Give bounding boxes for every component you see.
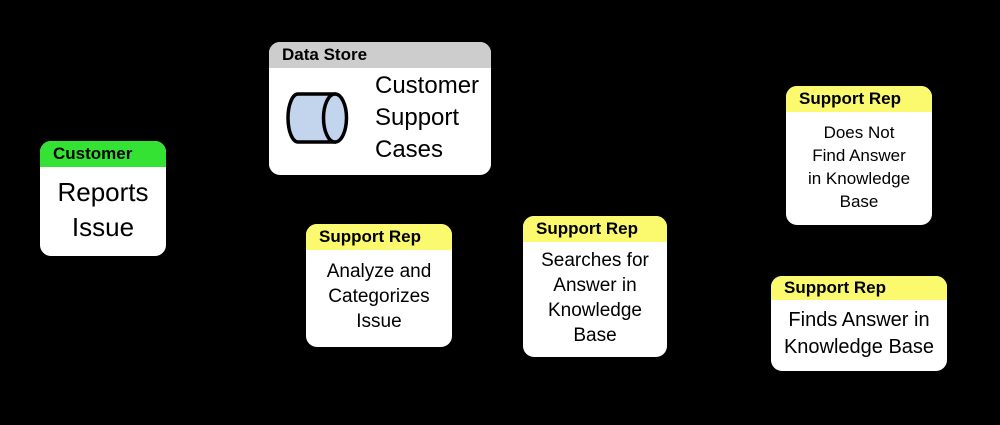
- node-body: Analyze and Categorizes Issue: [306, 250, 452, 347]
- node-body: Finds Answer in Knowledge Base: [771, 300, 947, 371]
- node-body-line: Issue: [356, 311, 402, 332]
- node-body-line: Finds Answer in: [788, 308, 930, 331]
- node-body-line: Reports: [57, 176, 149, 207]
- node-body-line: Issue: [71, 211, 135, 242]
- node-body: Does Not Find Answer in Knowledge Base: [786, 112, 932, 225]
- node-body-text: Customer Support Cases: [375, 70, 479, 166]
- node-support-rep-searches-knowledge-base[interactable]: Support Rep Searches for Answer in Knowl…: [521, 214, 669, 359]
- database-cylinder-icon: [286, 91, 349, 144]
- node-body-line: Base: [573, 324, 617, 346]
- node-body-line: Support: [375, 103, 460, 131]
- node-body-line: Cases: [375, 135, 444, 163]
- node-body-line: in Knowledge: [807, 168, 911, 188]
- node-body: Customer Support Cases: [269, 68, 491, 175]
- node-body-line: Find Answer: [812, 145, 906, 165]
- node-support-rep-does-not-find-answer[interactable]: Support Rep Does Not Find Answer in Know…: [784, 84, 934, 227]
- node-header-support-rep: Support Rep: [786, 86, 932, 112]
- node-header-customer: Customer: [40, 141, 166, 167]
- node-body-line: Knowledge Base: [783, 335, 935, 358]
- node-header-support-rep: Support Rep: [306, 224, 452, 250]
- node-customer-reports-issue[interactable]: Customer Reports Issue: [38, 139, 168, 258]
- node-support-rep-analyze-categorizes-issue[interactable]: Support Rep Analyze and Categorizes Issu…: [304, 222, 454, 349]
- node-data-store-customer-support-cases[interactable]: Data Store Customer Support Cases: [267, 40, 493, 177]
- node-body-line: Does Not: [823, 122, 895, 142]
- node-body-line: Knowledge: [547, 299, 643, 321]
- node-header-support-rep: Support Rep: [771, 276, 947, 300]
- node-body-line: Answer in: [553, 274, 637, 296]
- node-body: Reports Issue: [40, 167, 166, 256]
- node-body-line: Analyze and: [326, 261, 432, 282]
- node-body: Searches for Answer in Knowledge Base: [523, 242, 667, 357]
- node-header-support-rep: Support Rep: [523, 216, 667, 242]
- node-body-line: Customer: [375, 71, 480, 99]
- node-support-rep-finds-answer[interactable]: Support Rep Finds Answer in Knowledge Ba…: [769, 274, 949, 373]
- node-header-data-store: Data Store: [269, 42, 491, 68]
- node-body-line: Base: [839, 191, 879, 211]
- node-body-line: Categorizes: [328, 286, 430, 307]
- node-body-line: Searches for: [541, 249, 649, 271]
